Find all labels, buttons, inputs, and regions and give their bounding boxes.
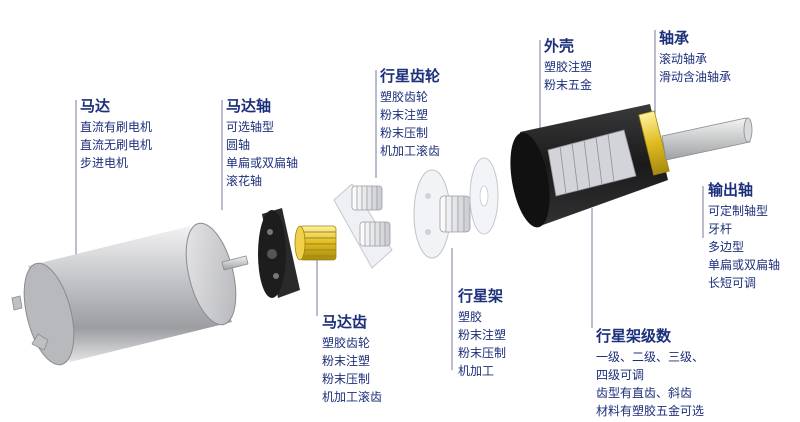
- label-motor-shaft: 马达轴 可选轴型 圆轴 单扁或双扁轴 滚花轴: [226, 96, 298, 190]
- label-output-shaft-line: 长短可调: [708, 276, 757, 290]
- label-output-shaft-line: 多边型: [708, 240, 745, 254]
- label-motor-title: 马达: [80, 97, 111, 115]
- label-planet-carrier-line: 机加工: [458, 364, 495, 378]
- label-housing-line: 塑胶注塑: [544, 60, 593, 74]
- label-motor-shaft-line: 圆轴: [226, 138, 251, 152]
- label-stages-title: 行星架级数: [596, 327, 672, 345]
- motor-output-shaft: [221, 255, 249, 271]
- label-planet-carrier: 行星架 塑胶 粉末注塑 粉末压制 机加工: [458, 286, 506, 380]
- label-bearing-line: 滚动轴承: [659, 52, 708, 66]
- label-motor-gear: 马达齿 塑胶齿轮 粉末注塑 粉末压制 机加工滚齿: [322, 312, 382, 406]
- label-motor-gear-line: 粉末注塑: [322, 354, 371, 368]
- label-motor-line: 直流无刷电机: [80, 138, 153, 152]
- label-motor-shaft-title: 马达轴: [226, 97, 272, 115]
- label-output-shaft-title: 输出轴: [708, 181, 754, 199]
- output-shaft: [661, 117, 753, 161]
- label-planet-gear-line: 塑胶齿轮: [380, 90, 429, 104]
- label-motor-shaft-line: 可选轴型: [226, 120, 275, 134]
- label-planet-carrier-line: 粉末压制: [458, 346, 507, 360]
- brass-motor-gear: [294, 225, 337, 261]
- label-motor-gear-title: 马达齿: [322, 313, 368, 331]
- label-stages-line: 材料有塑胶五金可选: [596, 404, 705, 418]
- planet-carrier: [413, 169, 471, 259]
- planet-gears: [333, 183, 393, 269]
- label-motor-line: 步进电机: [80, 156, 129, 170]
- motor-terminal: [31, 333, 49, 351]
- label-motor-gear-line: 粉末压制: [322, 372, 371, 386]
- label-stages-line: 一级、二级、三级、: [596, 350, 705, 364]
- dc-motor: [11, 222, 237, 366]
- thrust-washer: [469, 157, 499, 235]
- label-motor-shaft-line: 单扁或双扁轴: [226, 156, 299, 170]
- label-planet-carrier-title: 行星架: [458, 287, 504, 305]
- label-planet-gear-line: 粉末注塑: [380, 108, 429, 122]
- label-stages-line: 齿型有直齿、斜齿: [596, 386, 693, 400]
- label-stages-line: 四级可调: [596, 368, 645, 382]
- label-motor-gear-line: 机加工滚齿: [322, 390, 383, 404]
- label-output-shaft: 输出轴 可定制轴型 牙杆 多边型 单扁或双扁轴 长短可调: [708, 180, 780, 292]
- label-planet-gear-line: 机加工滚齿: [380, 144, 441, 158]
- label-bearing-line: 滑动含油轴承: [659, 70, 732, 84]
- label-planet-gear: 行星齿轮 塑胶齿轮 粉末注塑 粉末压制 机加工滚齿: [380, 66, 440, 160]
- label-planet-gear-title: 行星齿轮: [380, 67, 441, 85]
- label-motor-shaft-line: 滚花轴: [226, 174, 263, 188]
- label-motor: 马达 直流有刷电机 直流无刷电机 步进电机: [80, 96, 152, 172]
- label-stages: 行星架级数 一级、二级、三级、 四级可调 齿型有直齿、斜齿 材料有塑胶五金可选: [596, 326, 704, 420]
- motor-terminal: [11, 295, 23, 311]
- label-housing-title: 外壳: [544, 37, 575, 55]
- label-planet-gear-line: 粉末压制: [380, 126, 429, 140]
- label-bearing: 轴承 滚动轴承 滑动含油轴承: [659, 28, 731, 86]
- label-motor-gear-line: 塑胶齿轮: [322, 336, 371, 350]
- motor-shaft-plate: [258, 208, 300, 298]
- label-output-shaft-line: 单扁或双扁轴: [708, 258, 781, 272]
- label-bearing-title: 轴承: [659, 29, 690, 47]
- label-motor-line: 直流有刷电机: [80, 120, 153, 134]
- label-planet-carrier-line: 粉末注塑: [458, 328, 507, 342]
- label-housing: 外壳 塑胶注塑 粉末五金: [544, 36, 592, 94]
- label-planet-carrier-line: 塑胶: [458, 310, 483, 324]
- label-output-shaft-line: 可定制轴型: [708, 204, 769, 218]
- label-output-shaft-line: 牙杆: [708, 222, 733, 236]
- label-housing-line: 粉末五金: [544, 78, 593, 92]
- gearbox-housing: [510, 104, 670, 228]
